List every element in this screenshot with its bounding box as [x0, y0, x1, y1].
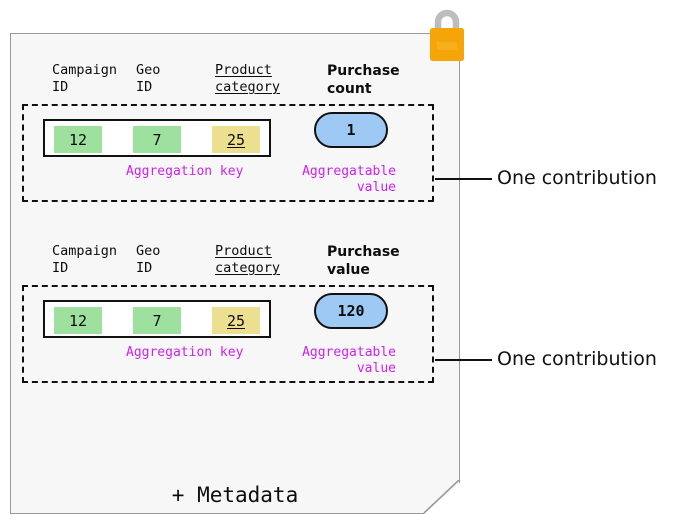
header-campaign-id: Campaign ID: [52, 62, 118, 95]
header-product-category: Product category: [215, 62, 281, 95]
header-purchase-value: Purchase value: [327, 244, 400, 278]
header-purchase-count: Purchase count: [327, 63, 400, 97]
aggregatable-value-pill-1: 1: [314, 112, 388, 148]
report-document: [10, 33, 460, 514]
contribution-block-1: Campaign ID Geo ID Product category Purc…: [0, 62, 450, 202]
aggregation-key-row-2: 12 7 25: [43, 300, 271, 338]
callout-leader-line-2: [435, 359, 492, 361]
callout-label-2: One contribution: [497, 348, 657, 370]
key-cell-geo-id: 7: [133, 126, 181, 153]
key-cell-product-category: 25: [212, 126, 260, 153]
key-cell-geo-id: 7: [133, 307, 181, 334]
callout-leader-line-1: [435, 178, 492, 180]
header-geo-id: Geo ID: [136, 243, 161, 276]
annotation-aggregatable-value-2: Aggregatable value: [302, 345, 396, 376]
key-cell-product-category-value: 25: [226, 130, 246, 149]
callout-label-1: One contribution: [497, 167, 657, 189]
contribution-block-2: Campaign ID Geo ID Product category Purc…: [0, 243, 450, 383]
contribution-outline-2: 12 7 25 120 Aggregation key Aggregatable…: [22, 285, 434, 383]
column-headers-2: Campaign ID Geo ID Product category Purc…: [42, 243, 450, 285]
document-sheet: [10, 33, 460, 514]
annotation-aggregation-key-1: Aggregation key: [126, 164, 244, 179]
header-product-category: Product category: [215, 243, 281, 276]
key-cell-product-category-value: 25: [226, 311, 246, 330]
padlock-icon: [424, 2, 470, 64]
annotation-aggregatable-value-1: Aggregatable value: [302, 164, 396, 195]
key-cell-campaign-id: 12: [54, 126, 102, 153]
column-headers-1: Campaign ID Geo ID Product category Purc…: [42, 62, 450, 104]
key-cell-product-category: 25: [212, 307, 260, 334]
aggregatable-value-pill-2: 120: [314, 293, 388, 329]
key-cell-campaign-id: 12: [54, 307, 102, 334]
aggregation-key-row-1: 12 7 25: [43, 119, 271, 157]
contribution-outline-1: 12 7 25 1 Aggregation key Aggregatable v…: [22, 104, 434, 202]
header-geo-id: Geo ID: [136, 62, 161, 95]
annotation-aggregation-key-2: Aggregation key: [126, 345, 244, 360]
header-campaign-id: Campaign ID: [52, 243, 118, 276]
